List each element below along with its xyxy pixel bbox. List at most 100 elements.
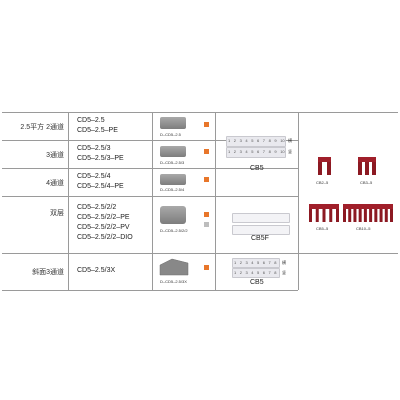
marker-number: 4 xyxy=(245,138,248,143)
marker-number: 5 xyxy=(251,149,254,154)
model-name: CD5–2.5/3–PE xyxy=(77,155,124,162)
marker-number: 4 xyxy=(245,149,248,154)
end-plate-label: D–CD5–2.5/4 xyxy=(160,187,185,192)
end-plate-label: D–CD5–2.5 xyxy=(160,132,181,137)
marker-number: 10 xyxy=(280,138,285,143)
marker-number: 4 xyxy=(251,260,254,265)
row-category: 3通道 xyxy=(46,152,64,159)
orientation-label: 横 xyxy=(288,138,292,143)
marker-strip-blank xyxy=(232,213,290,223)
bridge-tooth xyxy=(348,209,352,222)
bridge-label: CB5–5 xyxy=(316,226,329,231)
bridge-tooth xyxy=(390,209,393,222)
bridge-tooth xyxy=(315,209,319,222)
col-divider-2 xyxy=(152,112,153,290)
model-name: CD5–2.5/4 xyxy=(77,173,111,180)
model-name: CD5–2.5–PE xyxy=(77,127,118,134)
bridge-tooth xyxy=(379,209,383,222)
marker-strip-vertical xyxy=(226,147,286,158)
accent-swatch xyxy=(204,122,209,127)
model-name: CD5–2.5/2/2–PE xyxy=(77,214,130,221)
marker-number: 8 xyxy=(268,138,271,143)
marker-number: 1 xyxy=(234,270,237,275)
row-category: 双层 xyxy=(50,210,64,217)
accent-swatch xyxy=(204,265,209,270)
marker-number: 1 xyxy=(234,260,237,265)
bridge-label: CB2–5 xyxy=(316,180,329,185)
col-divider-1 xyxy=(68,112,69,290)
marker-number: 7 xyxy=(268,270,271,275)
end-plate-image xyxy=(160,174,186,185)
end-plate-label: D–CD5–2.5/3 xyxy=(160,160,185,165)
bridge-label: CB10–5 xyxy=(356,226,371,231)
bridge-tooth xyxy=(336,209,339,222)
bridge-cb10-image xyxy=(343,204,393,222)
marker-number: 7 xyxy=(268,260,271,265)
row-category: 斜面3通道 xyxy=(32,269,64,276)
bridge-label: CB3–5 xyxy=(360,180,373,185)
bridge-tooth xyxy=(363,209,367,222)
marker-number: 1 xyxy=(228,149,231,154)
bridge-tooth xyxy=(343,209,346,222)
bridge-tooth xyxy=(369,209,373,222)
bridge-box-top xyxy=(298,112,398,113)
bridge-tooth xyxy=(353,209,357,222)
marker-number: 3 xyxy=(245,260,248,265)
marker-number: 5 xyxy=(257,260,260,265)
row-divider-bottom xyxy=(2,290,298,291)
marker-number: 8 xyxy=(274,270,277,275)
marker-number: 8 xyxy=(268,149,271,154)
marker-number: 6 xyxy=(257,149,260,154)
bridge-cb3-image xyxy=(358,157,376,175)
accent-swatch xyxy=(204,222,209,227)
model-name: CD5–2.5/3X xyxy=(77,267,116,274)
col-divider-4 xyxy=(298,112,299,290)
marker-model: CB5 xyxy=(250,165,264,172)
marker-number: 6 xyxy=(262,270,265,275)
bridge-tooth xyxy=(384,209,388,222)
marker-number: 7 xyxy=(262,149,266,154)
bridge-cb5-image xyxy=(309,204,339,222)
end-plate-label: D–CD5–2.5/3X xyxy=(160,279,187,284)
orientation-label: 竖 xyxy=(282,270,286,275)
row-divider-1 xyxy=(2,140,298,141)
marker-number: 6 xyxy=(257,138,260,143)
marker-number: 2 xyxy=(233,149,237,154)
bridge-tooth xyxy=(322,209,326,222)
model-name: CD5–2.5/4–PE xyxy=(77,183,124,190)
bridge-tooth xyxy=(374,209,378,222)
end-plate-label: D–CD5–2.5/2/2 xyxy=(160,228,188,233)
bridge-tooth xyxy=(358,209,362,222)
marker-number: 5 xyxy=(257,270,260,275)
end-plate-image xyxy=(160,146,186,157)
bridge-tooth xyxy=(309,209,312,222)
bridge-box-bottom xyxy=(298,253,398,254)
marker-number: 2 xyxy=(239,260,242,265)
accent-swatch xyxy=(204,212,209,217)
marker-number: 1 xyxy=(228,138,231,143)
slanted-end-plate-image xyxy=(159,258,189,276)
orientation-label: 竖 xyxy=(288,149,292,154)
marker-number: 9 xyxy=(274,138,277,143)
marker-number: 6 xyxy=(262,260,265,265)
orientation-label: 横 xyxy=(282,260,286,265)
marker-number: 5 xyxy=(251,138,254,143)
row-category: 2.5平方 2通道 xyxy=(20,124,64,131)
model-name: CD5–2.5 xyxy=(77,117,105,124)
row-category: 4通道 xyxy=(46,180,64,187)
accent-swatch xyxy=(204,177,209,182)
bridge-tooth xyxy=(329,209,333,222)
row-divider-2 xyxy=(2,168,298,169)
marker-number: 7 xyxy=(262,138,266,143)
marker-number: 10 xyxy=(280,149,285,154)
row-divider-4 xyxy=(2,253,298,254)
bridge-cb2-image xyxy=(318,157,331,175)
accent-swatch xyxy=(204,149,209,154)
marker-model: CB5 xyxy=(250,279,264,286)
model-name: CD5–2.5/2/2 xyxy=(77,204,117,211)
end-plate-image xyxy=(160,117,186,129)
